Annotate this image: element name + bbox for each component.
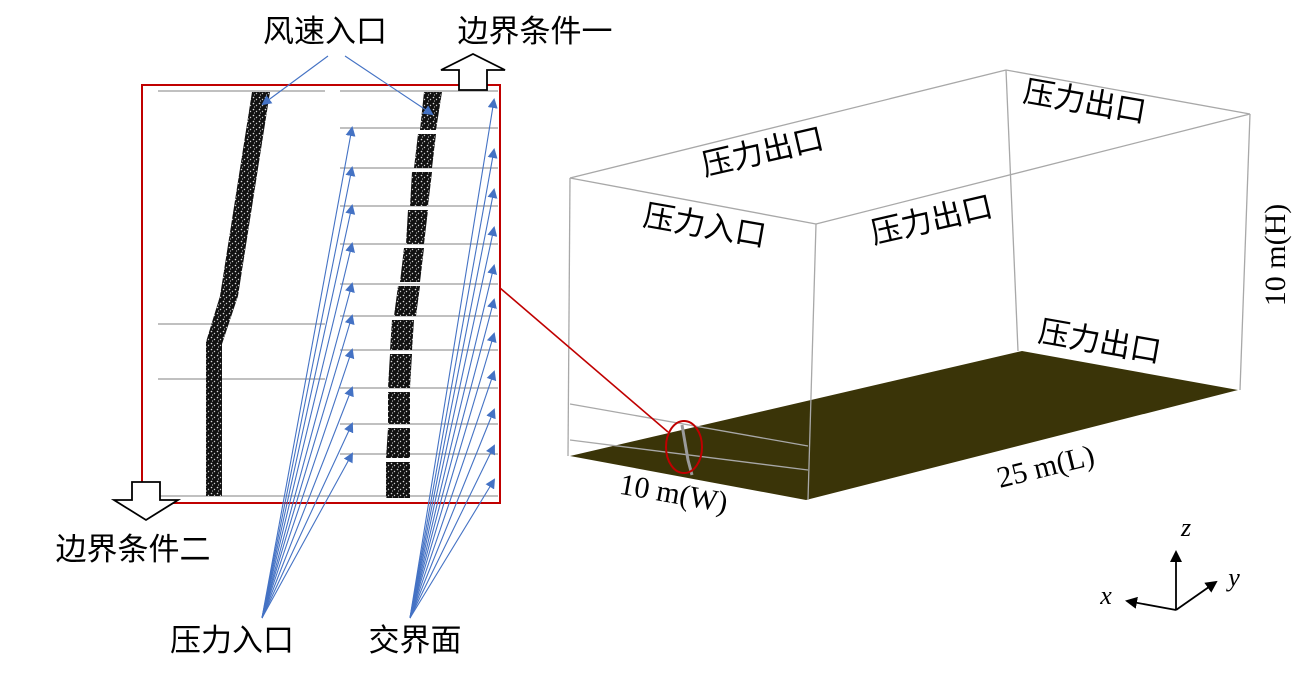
hollow-down-arrow-icon <box>110 481 182 522</box>
height-dimension: 10 m(H) <box>1259 204 1292 306</box>
leader-arrow <box>261 314 355 619</box>
leader-arrow <box>409 98 498 619</box>
leader-arrow <box>409 370 497 619</box>
leader-arrow <box>261 452 353 619</box>
zoom-inset <box>110 52 506 619</box>
wind-inlet-label: 风速入口 <box>263 14 387 50</box>
leader-arrow <box>409 148 498 619</box>
leader-arrow <box>409 332 497 619</box>
leader-arrow <box>344 55 434 116</box>
zoom-frame <box>141 84 501 504</box>
leader-arrow <box>261 204 356 619</box>
zoom-connector <box>499 287 669 433</box>
leader-arrow <box>261 282 355 619</box>
leader-arrow <box>261 166 356 619</box>
axis-triad <box>1125 550 1218 611</box>
pressure-outlet-far-label: 压力出口 <box>1021 74 1149 131</box>
leader-arrow <box>409 226 498 619</box>
leader-arrow <box>261 386 354 619</box>
boundary-one-label: 边界条件一 <box>458 14 613 50</box>
pressure-outlet-side-label: 压力出口 <box>867 189 996 252</box>
leader-arrow <box>261 126 356 619</box>
right-mesh-column <box>386 92 442 498</box>
leader-arrow <box>261 422 354 619</box>
leader-arrow <box>409 298 497 619</box>
domain-box <box>567 69 1251 501</box>
pressure-inlet-front-label: 压力入口 <box>641 198 769 255</box>
axis-z-label: z <box>1180 513 1191 542</box>
leader-arrow <box>261 348 355 619</box>
zoom-circle <box>665 420 703 474</box>
interface-label: 交界面 <box>369 623 462 659</box>
hollow-up-arrow-icon <box>440 52 506 91</box>
leader-arrow <box>261 242 355 619</box>
left-mesh-column <box>206 92 270 496</box>
leader-arrow <box>409 444 495 619</box>
pressure-inlet-label: 压力入口 <box>170 623 294 659</box>
leader-arrow <box>261 55 329 106</box>
leader-arrow <box>409 264 498 619</box>
axis-x-label: x <box>1099 581 1112 610</box>
axis-y-label: y <box>1225 563 1240 592</box>
boundary-two-label: 边界条件二 <box>56 532 211 568</box>
leader-arrow <box>409 408 496 619</box>
ground-surface <box>570 351 1238 500</box>
leader-arrow <box>409 188 498 619</box>
leader-arrow <box>409 478 496 619</box>
